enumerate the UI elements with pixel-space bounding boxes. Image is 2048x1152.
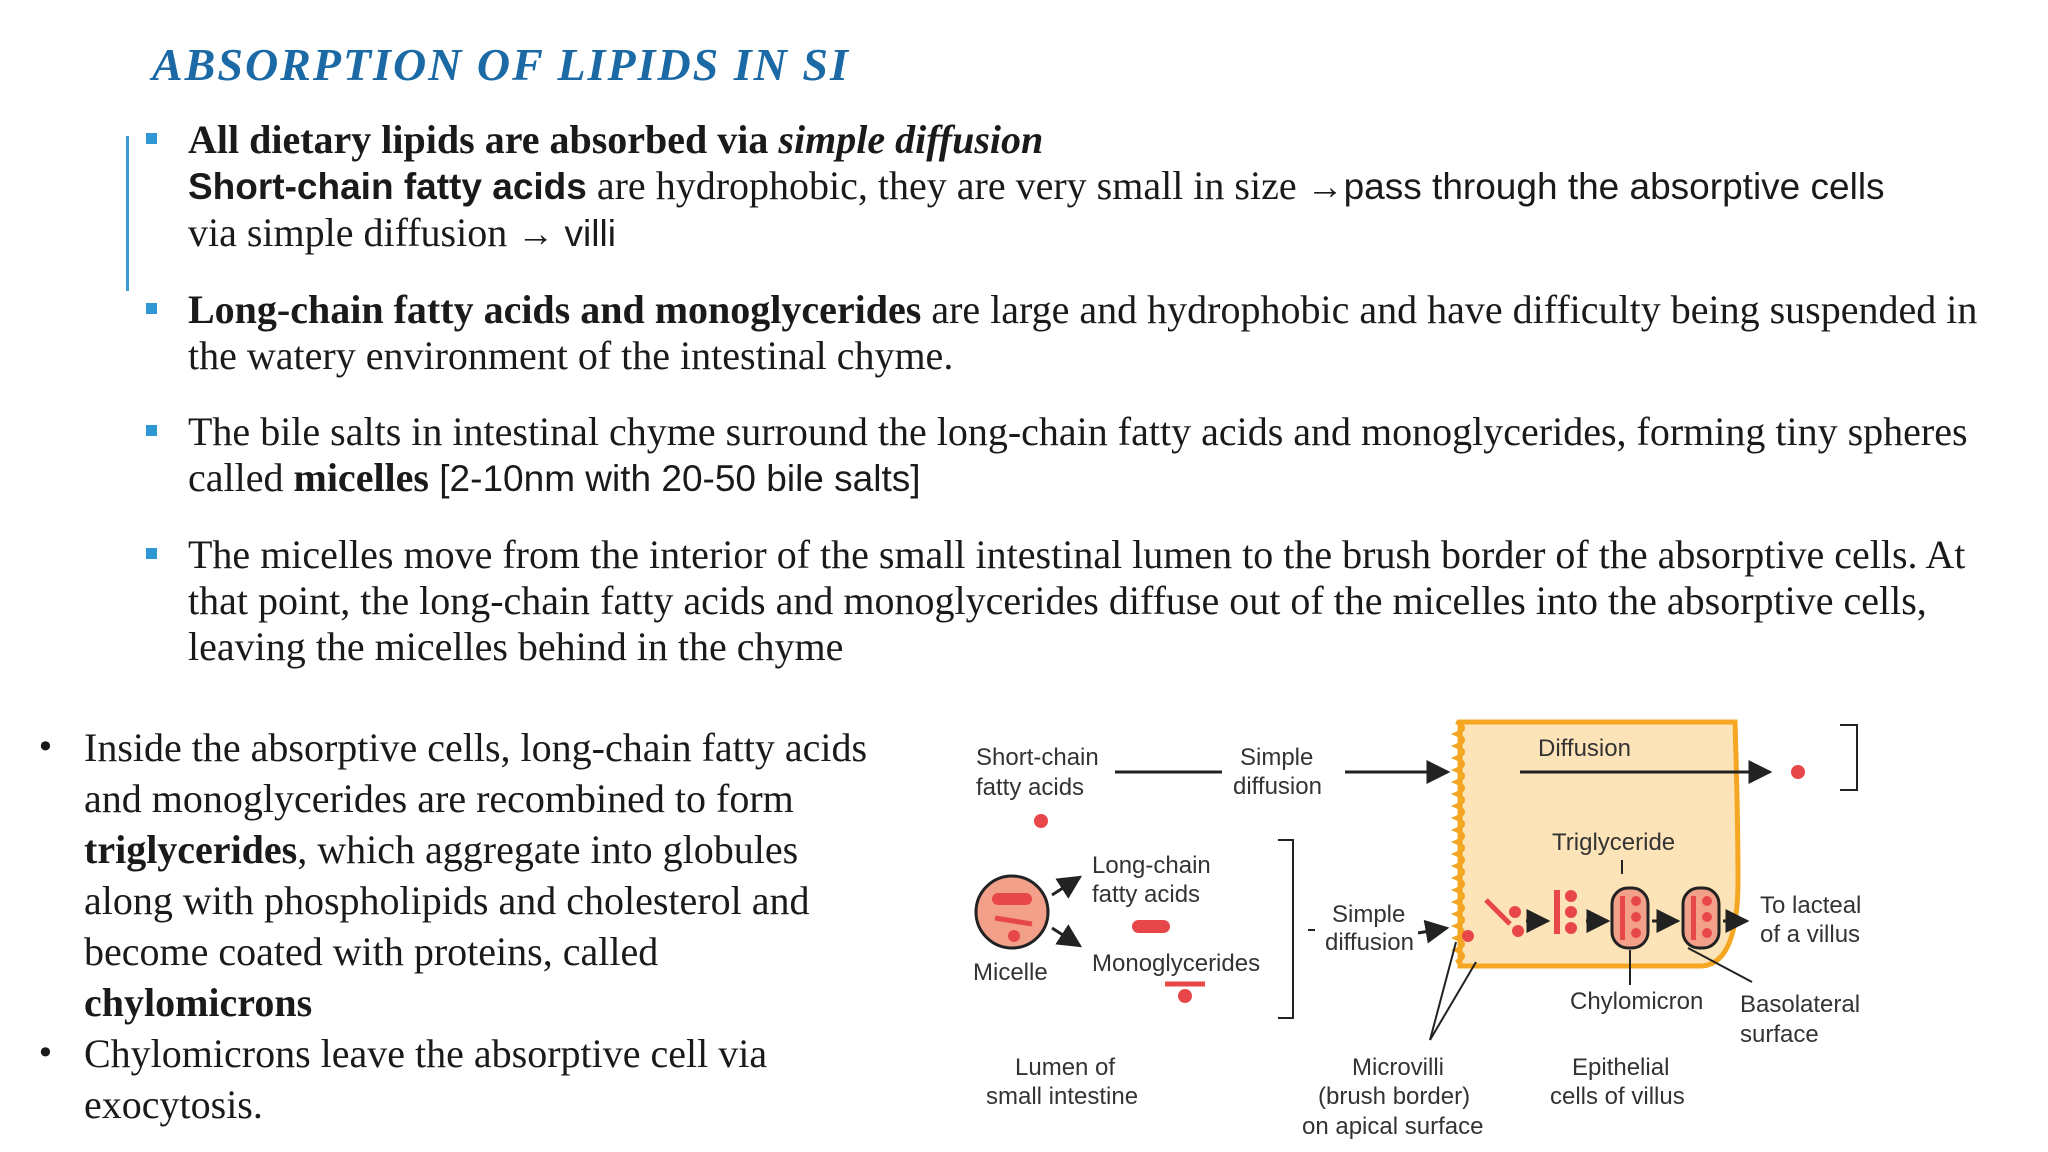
microvilli-border [1450,720,1465,964]
square-bullet-icon [146,425,157,436]
fatty-acid-shape [1484,898,1512,926]
chylomicron-content [1631,912,1641,922]
fatty-acid-dot [1791,765,1805,779]
fatty-acid-dot [1462,930,1474,942]
lower-item-1: • Inside the absorptive cells, long-chai… [28,722,888,1028]
basolateral-label: Basolateral [1740,991,1860,1018]
micelle-content [1008,930,1020,942]
chylomicron [1610,886,1650,950]
fatty-acid-dot [1034,814,1048,828]
dot-bullet-icon: • [36,1034,55,1072]
b3-bold: micelles [293,455,430,500]
long-chain-label-2: fatty acids [1092,881,1200,908]
dot-bullet-icon: • [36,728,55,766]
square-bullet-icon [146,303,157,314]
b4-text: The micelles move from the interior of t… [188,532,1966,669]
short-chain-label-2: fatty acids [976,774,1084,801]
lumen-label-2: small intestine [986,1083,1138,1110]
chylomicron-content [1702,896,1712,906]
b3-text: The bile salts in intestinal chyme surro… [188,409,1968,500]
b3-tail: [2-10nm with 20-50 bile salts] [429,458,921,499]
microvilli-label-2: (brush border) [1318,1083,1470,1110]
chylomicron-content [1691,896,1696,940]
microvilli-label: Microvilli [1352,1054,1444,1081]
b2-text: are large and hydrophobic and have diffi… [188,287,1978,378]
diffusion-label: Diffusion [1538,735,1631,762]
connector-line [1429,941,1457,1041]
long-chain-label: Long-chain [1092,852,1211,879]
lower-bullet-list: • Inside the absorptive cells, long-chai… [28,722,888,1130]
micelle [974,874,1050,950]
slide-title: ABSORPTION OF LIPIDS IN SI [152,39,850,90]
b1-line3-text: via simple diffusion [188,210,518,255]
lower-item2-text: Chylomicrons leave the absorptive cell v… [84,1031,768,1127]
lower-item1-bold: triglycerides [84,827,298,872]
basolateral-label-2: surface [1740,1021,1819,1048]
bullet-list: All dietary lipids are absorbed via simp… [146,117,2006,670]
arrow-icon [1417,919,1450,944]
arrow-icon [1051,924,1083,948]
lower-item1-mid: , which aggregate into globules along wi… [84,827,810,974]
b1-line2-tail: pass through the absorptive cells [1343,166,1885,207]
simple-diffusion-label: Simple [1240,744,1313,771]
chylomicron-content [1631,896,1641,906]
b1-line3-tail: villi [554,213,616,254]
bracket [1840,724,1858,791]
connector-line [1429,961,1477,1041]
fatty-acid-shape [1132,920,1170,933]
bullet-item-4: The micelles move from the interior of t… [146,532,2006,670]
arrow-icon [1051,875,1083,899]
chylomicron-content [1702,912,1712,922]
micelle-content [992,893,1032,905]
chylomicron-label: Chylomicron [1570,988,1703,1015]
triglyceride-shape [1565,890,1577,902]
lower-item-2: • Chylomicrons leave the absorptive cell… [28,1028,888,1130]
monoglycerides-label: Monoglycerides [1092,950,1260,977]
chylomicron-content [1702,928,1712,938]
triglyceride-shape [1554,890,1560,934]
fatty-acid-dot [1512,925,1524,937]
bullet-item-3: The bile salts in intestinal chyme surro… [146,409,2006,502]
fatty-acid-dot [1509,906,1521,918]
square-bullet-icon [146,548,157,559]
b1-line2-text: are hydrophobic, they are very small in … [586,163,1307,208]
short-chain-label: Short-chain [976,744,1099,771]
bullet-item-1: All dietary lipids are absorbed via simp… [146,117,2006,257]
accent-line [126,136,129,291]
micelle-label: Micelle [973,959,1048,986]
lower-item1-bold2: chylomicrons [84,980,313,1025]
chylomicron [1681,886,1721,950]
triglyceride-label: Triglyceride [1552,829,1675,856]
arrow-icon: → [1306,166,1344,207]
lipid-absorption-diagram: Short-chain fatty acids Simple diffusion… [973,719,1861,1140]
square-bullet-icon [146,133,157,144]
bracket [1278,839,1294,1019]
simple-diffusion-label: Simple [1332,901,1405,928]
lumen-label: Lumen of [1015,1054,1115,1081]
simple-diffusion-label-2: diffusion [1325,929,1414,956]
microvilli-label-3: on apical surface [1302,1113,1483,1140]
chylomicron-content [1631,928,1641,938]
lower-item1-text: Inside the absorptive cells, long-chain … [84,725,868,821]
b1-line2-bold: Short-chain fatty acids [188,166,587,207]
bullet-item-2: Long-chain fatty acids and monoglyceride… [146,287,2006,379]
simple-diffusion-label-2: diffusion [1233,773,1322,800]
chylomicron-content [1620,896,1625,940]
b1-bold: All dietary lipids are absorbed via [188,117,779,162]
to-lacteal-label-2: of a villus [1760,921,1860,948]
to-lacteal-label: To lacteal [1760,892,1861,919]
monoglyceride-shape [1178,989,1192,1003]
epithelial-label: Epithelial [1572,1054,1669,1081]
b2-bold: Long-chain fatty acids and monoglyceride… [188,287,922,332]
triglyceride-shape [1565,922,1577,934]
epithelial-label-2: cells of villus [1550,1083,1685,1110]
b1-bold-italic: simple diffusion [778,117,1044,162]
arrow-icon: → [517,213,555,254]
connector-line [1687,947,1753,983]
micelle-content [994,915,1033,927]
triglyceride-shape [1565,906,1577,918]
